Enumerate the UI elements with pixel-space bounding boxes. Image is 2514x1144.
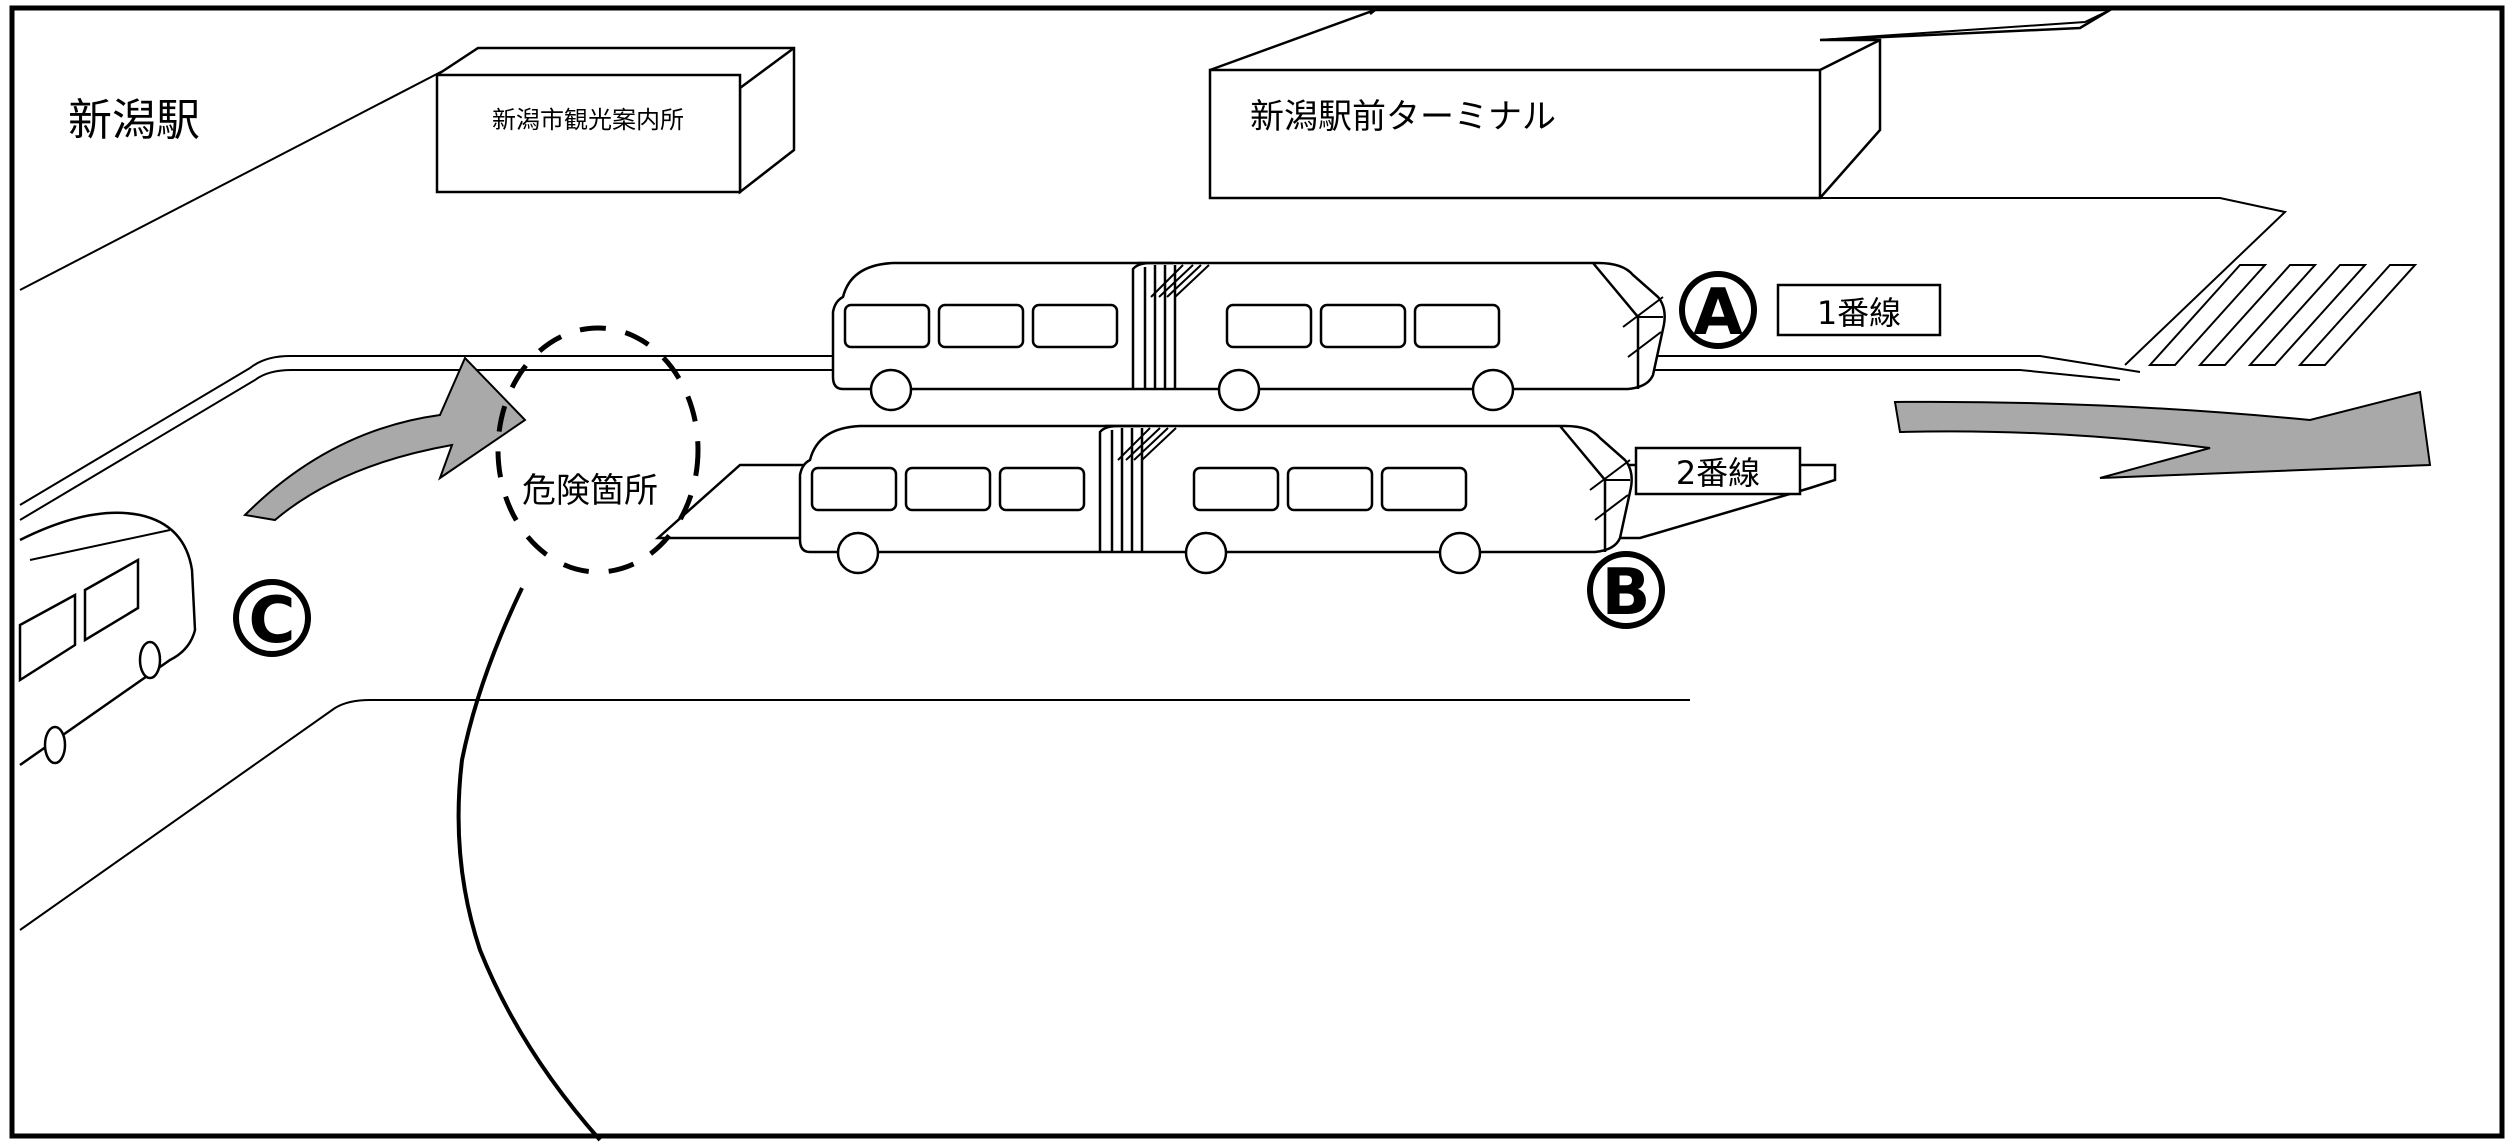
track2-label: 2番線 [1676,454,1760,492]
svg-text:B: B [1602,556,1651,630]
exit-arrow-right [1893,390,2432,479]
bus-left [18,511,197,767]
marker-b: B [1587,551,1665,630]
diagram-frame [9,5,2505,1139]
bus-track2 [798,424,1633,575]
track1-label: 1番線 [1817,294,1901,332]
terminal-platform [1820,197,2288,366]
road-upper-edge [19,355,2141,506]
tourist-info-building: 新潟市観光案内所 [435,46,796,195]
terminal-building: 新潟駅前ターミナル [1208,8,2115,200]
terminal-label: 新潟駅前ターミナル [1250,97,1556,137]
tourist-info-label: 新潟市観光案内所 [492,106,684,134]
turn-arrow-left [242,356,527,522]
marker-c: C [233,579,311,658]
station-label: 新潟駅 [68,95,200,146]
danger-zone-label: 危険箇所 [522,471,658,511]
road-lower-edge [19,699,1690,931]
danger-zone: 危険箇所 [495,325,701,575]
danger-zone-circle [495,325,701,575]
crosswalk [2147,264,2418,366]
track1-sign [1776,283,1942,337]
station-building-edge [19,61,461,291]
svg-text:A: A [1693,276,1743,350]
bus-track1 [831,261,1666,412]
svg-text:C: C [249,584,296,658]
danger-leader-line [456,587,602,1142]
marker-a: A [1679,271,1757,350]
track2-sign [1634,446,1802,496]
road-upper-edge-inner [19,369,2121,521]
